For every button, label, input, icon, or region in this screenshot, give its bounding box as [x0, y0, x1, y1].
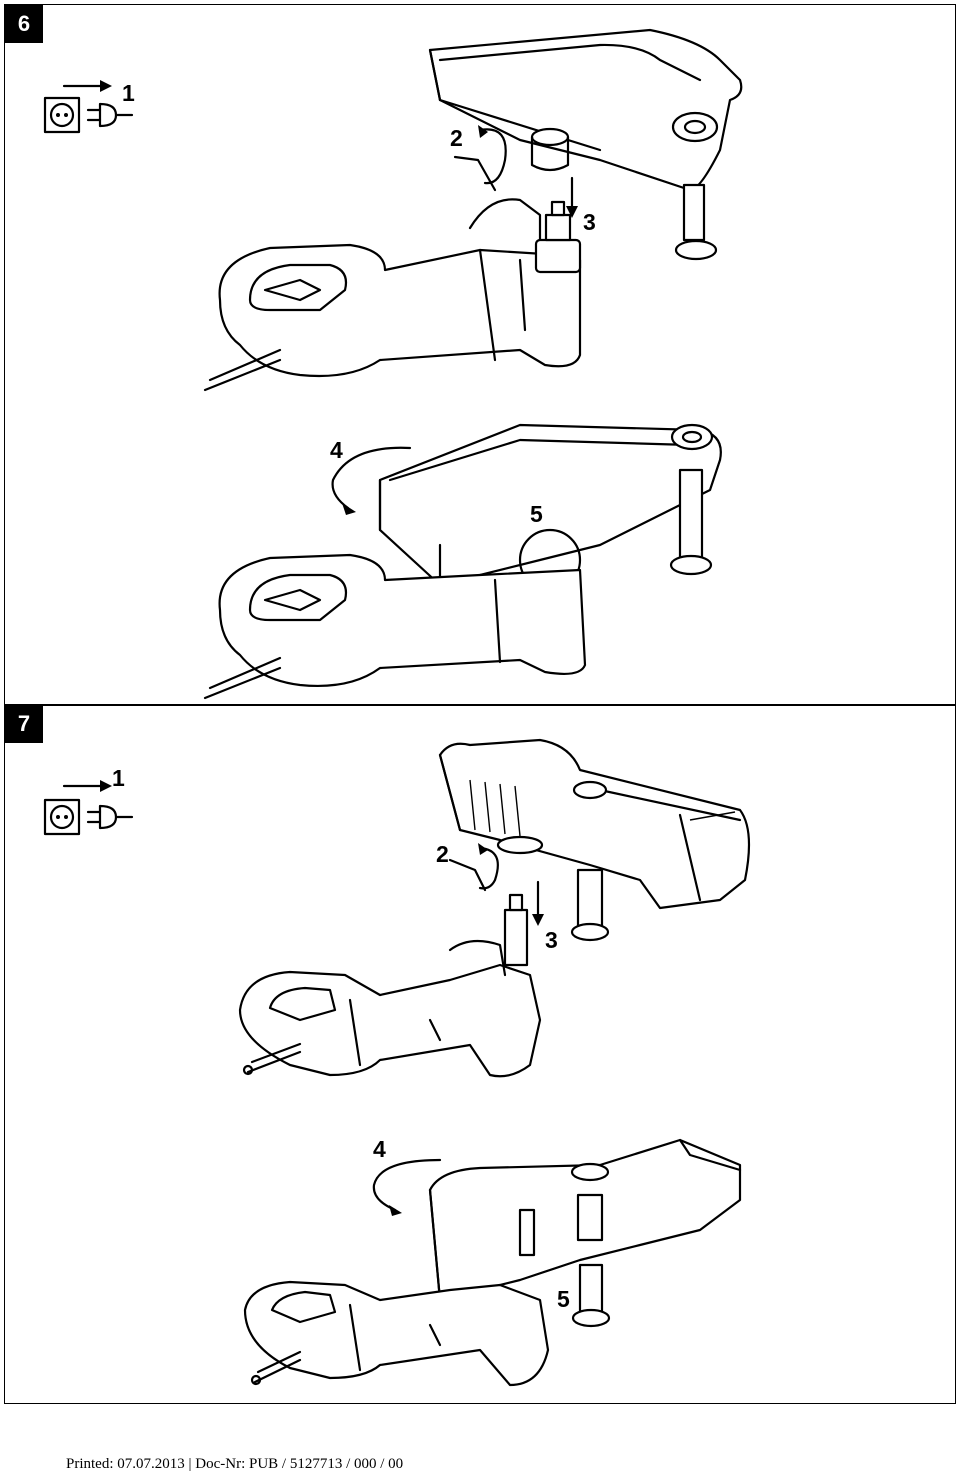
fig7-step-2-label: 2 — [436, 841, 449, 867]
fig7-step-4-label: 4 — [373, 1136, 386, 1162]
fig7-guard-top — [438, 738, 751, 942]
fig6-hex-key-rotate-icon — [453, 125, 507, 192]
fig7-step-1-label: 1 — [112, 765, 125, 791]
fig7-step-5-label: 5 — [557, 1286, 570, 1312]
fig6-step-2-label: 2 — [450, 125, 463, 151]
fig7-step-3-label: 3 — [545, 927, 558, 953]
fig6-swing-arrow-icon — [331, 446, 412, 515]
fig6-step-4-label: 4 — [330, 437, 343, 463]
fig6-grinder-bottom — [203, 553, 587, 700]
fig7-insert-arrow-icon — [532, 880, 544, 926]
figure-7-number: 7 — [5, 705, 43, 743]
fig7-unplug-icon — [43, 780, 134, 836]
figure-6-panel: 6 — [4, 4, 956, 706]
fig7-swing-arrow-icon — [372, 1158, 442, 1216]
fig6-guard-top — [428, 28, 743, 261]
fig7-grinder-bottom — [243, 1280, 550, 1387]
fig6-guard-mounted — [378, 423, 722, 592]
fig7-hex-key-rotate-icon — [448, 843, 499, 892]
print-footer: Printed: 07.07.2013 | Doc-Nr: PUB / 5127… — [66, 1456, 404, 1472]
unplug-icon — [43, 80, 134, 134]
fig6-step-3-label: 3 — [583, 209, 596, 235]
fig6-insert-arrow-icon — [566, 176, 578, 218]
fig6-grinder-top — [203, 198, 582, 392]
figure-6-number: 6 — [5, 5, 43, 43]
fig6-step-1-label: 1 — [122, 80, 135, 106]
fig7-guard-mounted — [428, 1138, 742, 1328]
fig7-grinder-top — [238, 893, 542, 1078]
figure-7-panel: 7 — [4, 704, 956, 1404]
fig6-step-5-label: 5 — [530, 501, 543, 527]
